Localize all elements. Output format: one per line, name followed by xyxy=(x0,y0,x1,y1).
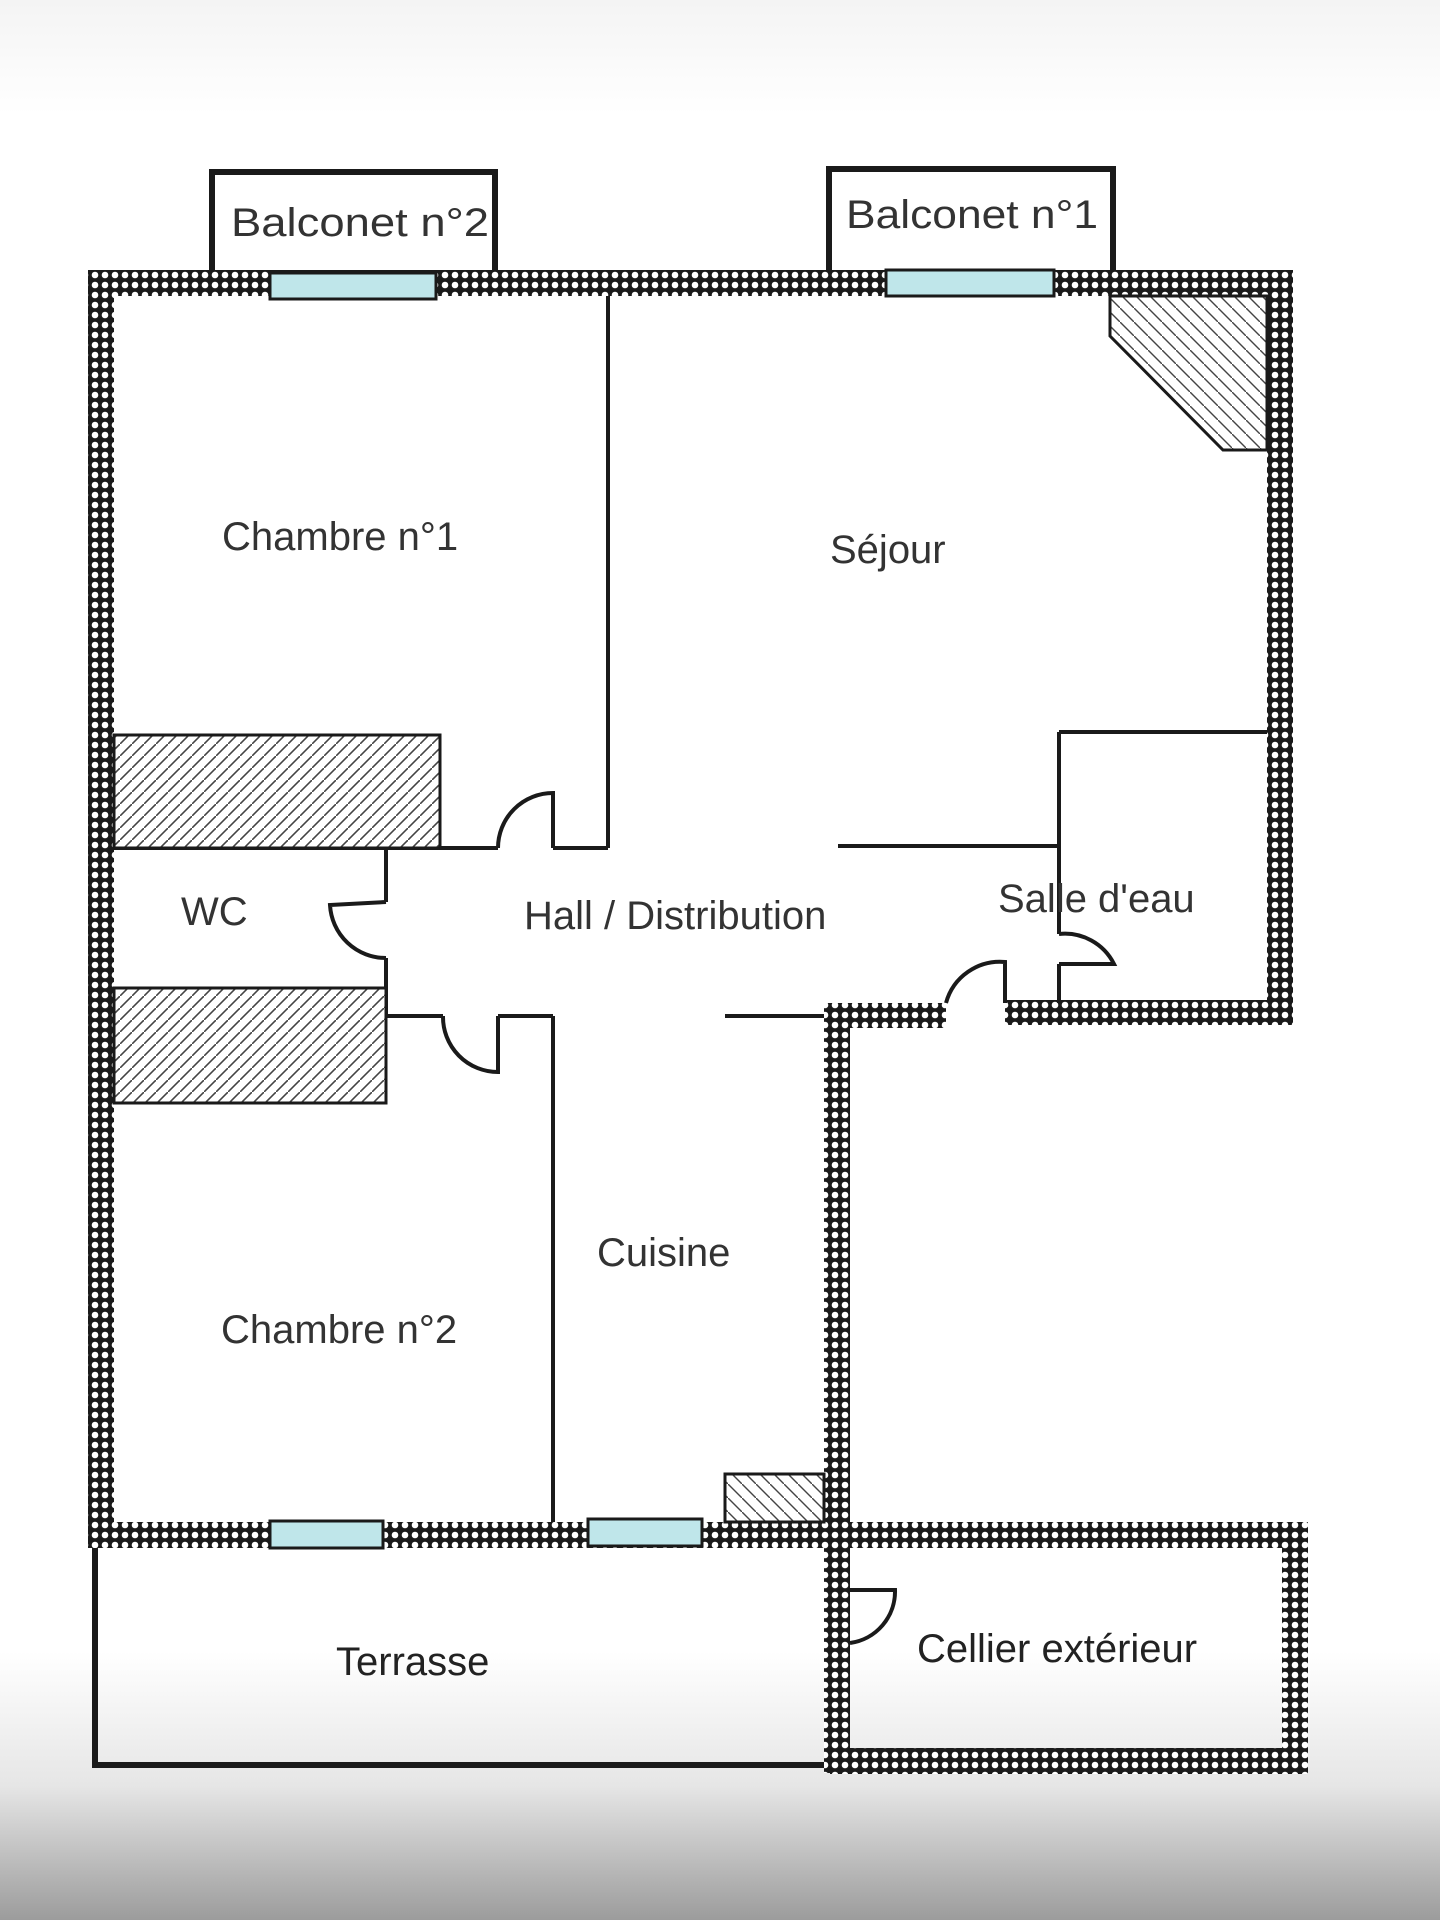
door-chambre1 xyxy=(496,790,555,849)
sejour-corner-block xyxy=(1108,294,1269,452)
kitchen-block xyxy=(723,1472,826,1524)
hatched-areas xyxy=(112,294,1269,1524)
label-chambre-2: Chambre n°2 xyxy=(221,1308,457,1352)
label-balconet-2: Balconet n°2 xyxy=(231,201,489,245)
label-wc: WC xyxy=(181,890,248,934)
label-sejour: Séjour xyxy=(830,528,946,572)
label-terrasse: Terrasse xyxy=(336,1640,489,1684)
label-cellier: Cellier extérieur xyxy=(917,1627,1197,1671)
window-cuisine xyxy=(586,1517,704,1548)
doors xyxy=(327,790,1118,1645)
label-cuisine: Cuisine xyxy=(597,1231,730,1275)
door-chambre2 xyxy=(440,1015,500,1075)
door-hall-exterior xyxy=(944,959,1007,1004)
closet-chambre2 xyxy=(112,986,388,1105)
closet-chambre1 xyxy=(112,733,442,850)
window-chambre2 xyxy=(268,1519,385,1550)
window-chambre1 xyxy=(268,271,438,301)
windows xyxy=(268,268,1056,1550)
terrasse-outline xyxy=(92,1548,832,1768)
label-hall: Hall / Distribution xyxy=(524,894,826,938)
label-chambre-1: Chambre n°1 xyxy=(222,515,458,559)
door-salle-eau xyxy=(1058,931,1118,966)
balconet-2 xyxy=(209,169,498,273)
room-labels: Balconet n°2 Balconet n°1 Chambre n°1 Sé… xyxy=(181,193,1197,1684)
label-salle-eau: Salle d'eau xyxy=(998,877,1195,921)
door-cellier xyxy=(849,1588,898,1645)
label-balconet-1: Balconet n°1 xyxy=(846,193,1098,237)
balconet-1 xyxy=(826,166,1116,273)
door-wc xyxy=(327,900,387,961)
window-sejour xyxy=(884,268,1056,298)
